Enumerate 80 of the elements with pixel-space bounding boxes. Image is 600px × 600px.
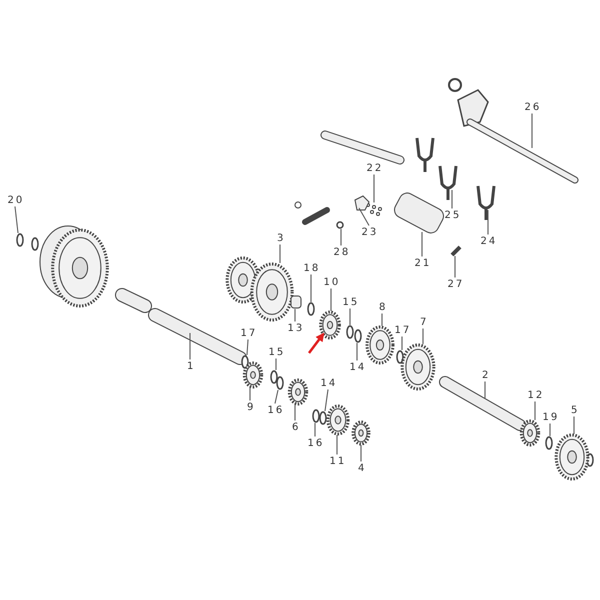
leader-line [534, 401, 536, 420]
callout-number: 20 [6, 194, 24, 206]
leader-line [358, 208, 370, 226]
callout-number: 16 [306, 438, 324, 448]
gear-drawing [326, 404, 350, 436]
gear-drawing [352, 420, 370, 446]
callout-number: 1 [185, 360, 196, 372]
gear-drawing [319, 310, 341, 340]
leader-line [310, 274, 312, 302]
spring-ring [336, 221, 344, 229]
callout-number: 9 [245, 402, 256, 412]
callout-number: 14 [318, 378, 338, 388]
bushing-sleeve [290, 296, 302, 308]
leader-line [246, 339, 248, 356]
callout-number: 21 [412, 258, 432, 268]
leader-line [324, 389, 328, 412]
callout-number: 24 [478, 236, 498, 246]
callout-number: 19 [540, 412, 560, 422]
callout-number: 26 [522, 102, 542, 112]
leader-line [454, 256, 456, 278]
washer-ring [396, 350, 404, 364]
washer-ring [270, 370, 278, 384]
leader-line [360, 444, 362, 462]
leader-line [330, 288, 332, 312]
callout-number: 25 [442, 210, 462, 220]
gear-drawing [366, 326, 394, 364]
leader-line [484, 381, 486, 400]
leader-line [294, 308, 296, 322]
star-plate-drawing [354, 195, 370, 210]
callout-number: 4 [356, 462, 366, 474]
leader-line [314, 422, 316, 437]
washer-ring [307, 302, 315, 316]
callout-number: 6 [290, 422, 300, 432]
callout-number: 17 [392, 324, 412, 336]
callout-number: 15 [340, 296, 360, 308]
callout-number: 17 [238, 328, 258, 338]
gear-drawing [288, 378, 308, 406]
gear-drawing [250, 262, 294, 322]
gear-drawing [400, 344, 436, 390]
callout-number: 15 [266, 346, 286, 358]
leader-line [14, 206, 18, 234]
callout-number: 11 [328, 456, 346, 466]
shift-lever-drawing [466, 118, 578, 184]
callout-number: 23 [360, 226, 378, 238]
leader-line [274, 390, 278, 404]
callout-number: 7 [418, 316, 428, 328]
stopper-plate-drawing [450, 246, 462, 256]
leader-line [336, 434, 338, 455]
washer-ring [319, 411, 327, 425]
washer-ring [346, 325, 354, 339]
leader-line [356, 342, 358, 361]
leader-line [294, 404, 296, 421]
callout-number: 18 [302, 262, 320, 274]
shift-fork-drawing [476, 184, 496, 222]
callout-number: 16 [266, 404, 284, 416]
washer-ring [354, 329, 362, 343]
leader-line [340, 228, 342, 246]
detent-balls-drawing [366, 203, 382, 216]
gear-drawing [520, 420, 540, 446]
callout-number: 22 [364, 162, 384, 174]
shift-fork-drawing [438, 164, 458, 202]
leader-line [422, 328, 424, 344]
callout-number: 3 [275, 232, 286, 244]
callout-number: 12 [526, 390, 544, 400]
washer-ring [16, 233, 24, 247]
shaft-drawing [439, 376, 526, 431]
pointer-arrow [308, 332, 324, 354]
callout-number: 8 [377, 302, 388, 312]
callout-number: 27 [446, 278, 464, 290]
callout-number: 14 [348, 362, 366, 372]
callout-number: 13 [286, 322, 304, 334]
callout-number: 10 [322, 276, 340, 288]
callout-number: 2 [480, 370, 490, 380]
callout-number: 5 [569, 404, 580, 416]
gear-drawing [242, 362, 264, 388]
washer-ring [312, 409, 320, 423]
washer-ring [545, 436, 553, 450]
washer-ring [276, 376, 284, 390]
gear-drawing [554, 434, 590, 480]
callout-number: 28 [332, 246, 350, 258]
